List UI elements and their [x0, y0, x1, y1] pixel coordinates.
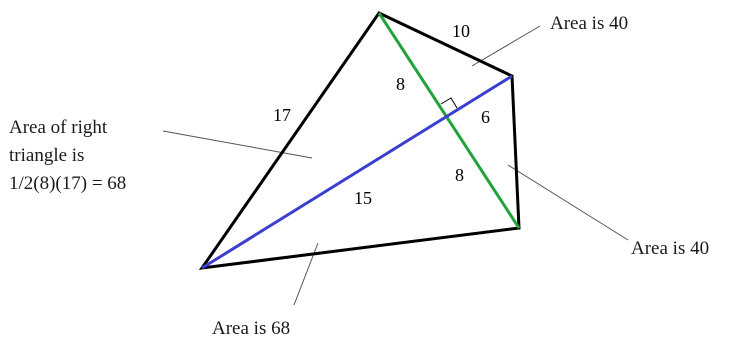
label-blue-15: 15 — [354, 188, 372, 208]
annotation-area-left-line-3: 1/2(8)(17) = 68 — [9, 173, 126, 194]
quadrilateral-outline — [198, 11, 521, 270]
blue-diagonal — [201, 74, 513, 270]
label-green-upper-8: 8 — [396, 74, 405, 94]
leader-area-top-right — [471, 25, 541, 67]
label-side-10: 10 — [452, 21, 470, 41]
label-blue-6: 6 — [481, 107, 490, 127]
leader-area-right — [507, 164, 629, 241]
annotation-area-bottom: Area is 68 — [212, 318, 290, 339]
label-green-lower-8: 8 — [455, 165, 464, 185]
annotation-area-left-line-1: Area of right — [9, 117, 108, 138]
green-diagonal — [377, 12, 521, 229]
annotation-area-left-line-2: triangle is — [9, 145, 84, 166]
annotation-area-right: Area is 40 — [631, 238, 709, 259]
leader-area-bottom — [293, 242, 319, 306]
leader-area-left — [162, 130, 313, 159]
annotation-area-top-right: Area is 40 — [550, 13, 628, 34]
label-side-17: 17 — [273, 105, 291, 125]
right-angle-marker — [440, 97, 458, 109]
